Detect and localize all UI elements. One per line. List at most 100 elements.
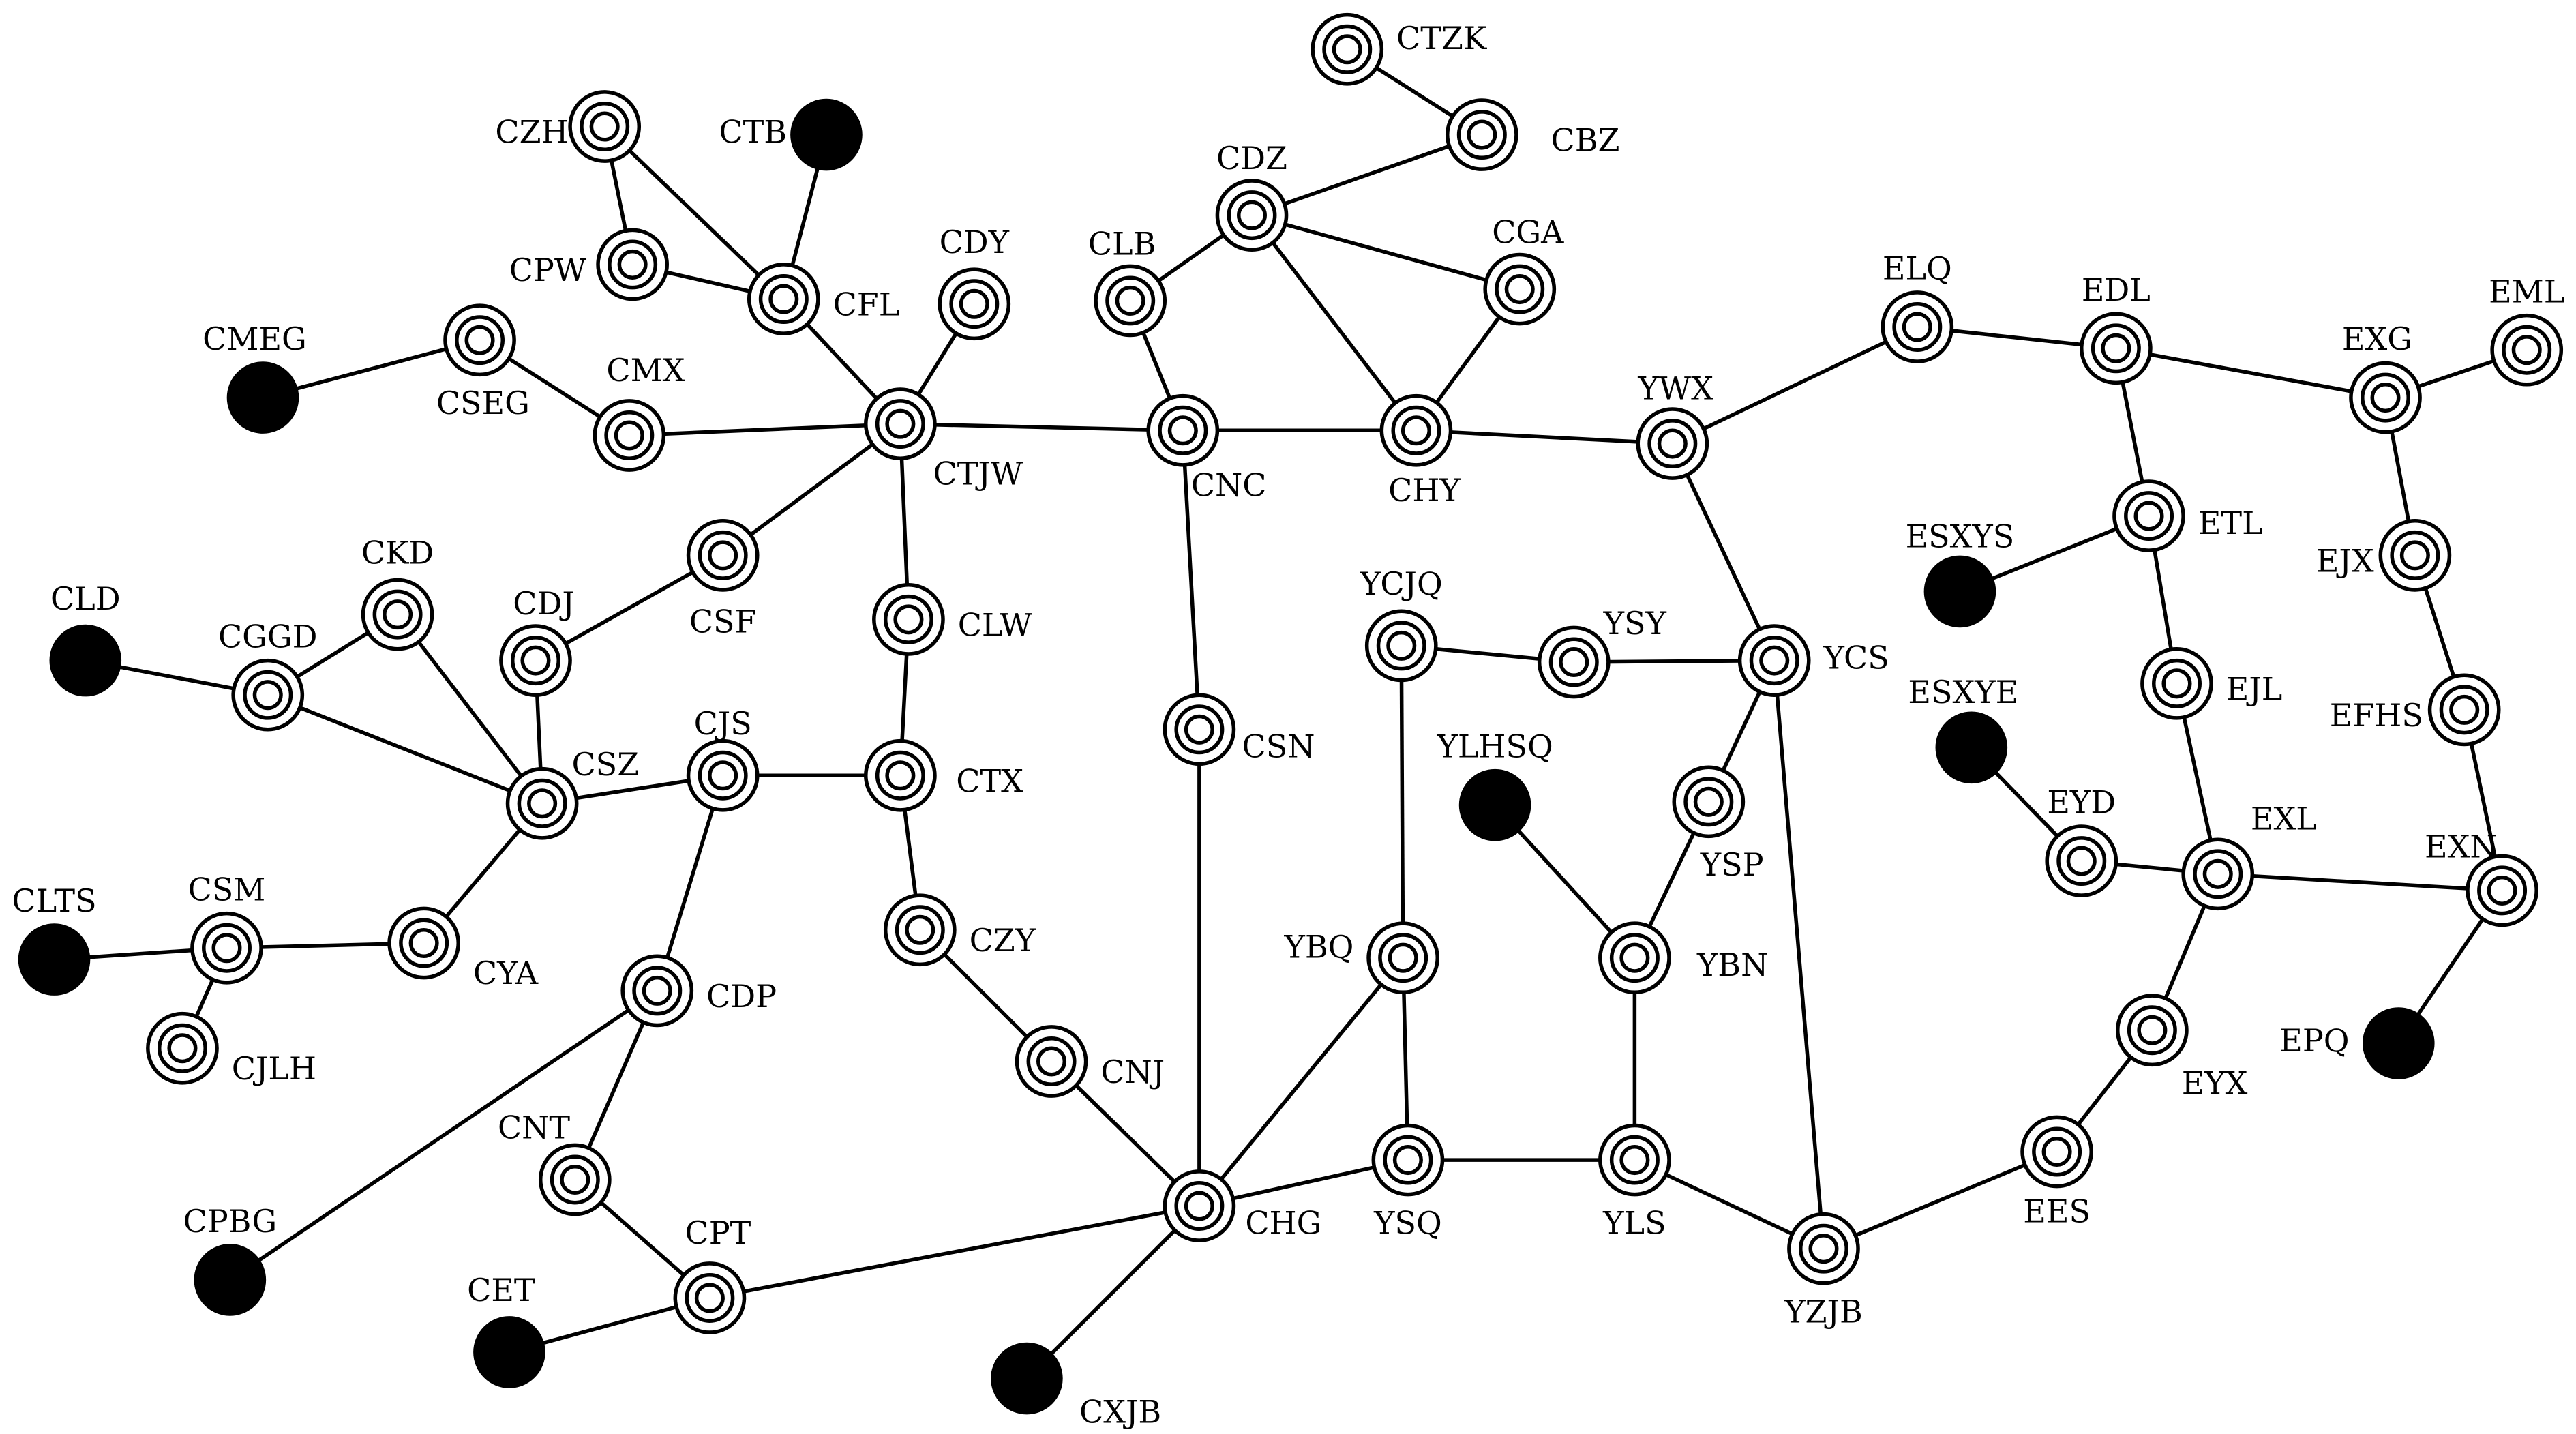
edge-cnc-csn [1181,430,1201,730]
ring-inner [1619,942,1650,973]
ring-inner [2137,1015,2168,1045]
double-ring-icon [1146,393,1220,467]
node-cmeg [226,361,299,434]
double-ring-icon [1737,624,1811,697]
node-label-ejl: EJL [2226,670,2283,707]
node-cxjb [991,1342,1063,1415]
double-ring-icon [387,906,460,980]
ring-middle [372,589,423,640]
node-label-cya: CYA [473,955,539,991]
node-label-cdj: CDJ [513,585,575,622]
ring-inner [893,604,924,635]
ring-middle [2361,372,2410,423]
ring-middle [1609,933,1660,983]
node-ees [2020,1115,2093,1189]
ring-inner [2370,383,2401,413]
double-ring-icon [1881,290,1954,363]
ring-middle [949,279,1000,329]
node-ctzk [1311,12,1384,86]
ring-inner [708,540,738,571]
ring-inner [2449,694,2480,725]
edge-cdz-cga [1251,213,1521,291]
node-label-exl: EXL [2251,801,2317,837]
ring-middle [1683,777,1734,827]
node-label-ybq: YBQ [1283,929,1353,966]
double-ring-icon [190,911,263,985]
ring-middle [2091,323,2141,374]
solid-dot-icon [473,1316,545,1388]
node-label-clts: CLTS [12,882,96,919]
solid-dot-icon [1458,768,1531,841]
node-label-czy: CZY [970,922,1036,959]
ring-middle [1026,1036,1077,1086]
double-ring-icon [443,303,516,377]
node-ysp [1672,765,1746,839]
ring-inner [905,914,935,945]
node-label-ysy: YSY [1603,605,1667,642]
node-label-efhs: EFHS [2330,697,2423,734]
node-label-cet: CET [467,1272,535,1309]
ring-inner [1657,428,1688,459]
edge-cmeg-cseg [262,338,481,400]
node-ejx [2378,519,2452,592]
double-ring-icon [596,228,669,301]
double-ring-icon [1787,1212,1860,1285]
ring-inner [885,760,916,791]
edge-ees-yzjb [1823,1150,2058,1251]
ring-middle [202,923,252,973]
ring-inner [1759,645,1790,676]
double-ring-icon [620,954,694,1028]
ring-middle [698,530,748,580]
node-csf [686,519,760,592]
double-ring-icon [747,263,820,335]
edge-cjs-cdp [655,775,725,991]
ring-middle [2124,491,2174,541]
ring-inner [1902,312,1932,342]
ring-middle [1105,275,1156,326]
node-label-ycs: YCS [1823,640,1889,676]
ring-inner [1236,200,1268,230]
ring-middle [2390,530,2440,580]
double-ring-icon [231,658,305,732]
node-label-esxye: ESXYE [1908,674,2018,711]
double-ring-icon [1364,609,1438,683]
node-cdz [1215,179,1289,252]
ring-middle [1174,1181,1225,1231]
edge-exl-exn [2217,872,2502,893]
node-cbz [1445,98,1518,171]
node-label-cdp: CDP [706,978,777,1015]
node-label-cjlh: CJLH [232,1050,316,1087]
ring-middle [1158,405,1208,455]
ring-inner [1184,714,1214,745]
node-label-ctx: CTX [956,762,1023,799]
node-label-elq: ELQ [1883,250,1952,287]
ring-inner [1115,285,1145,316]
edge-ycjq-ybq [1399,645,1405,958]
ring-middle [550,1154,600,1205]
node-label-cmeg: CMEG [203,320,307,357]
double-ring-icon [2378,519,2452,592]
edge-layer [54,47,2528,1380]
node-csz [505,766,579,840]
node-label-cpbg: CPBG [183,1203,278,1240]
node-cga [1483,252,1557,326]
ring-inner [1619,1145,1650,1176]
node-label-ysq: YSQ [1373,1204,1442,1241]
node-label-etl: ETL [2198,505,2263,541]
ring-inner [2066,846,2097,876]
node-label-cnc: CNC [1191,467,1267,504]
node-label-epq: EPQ [2279,1022,2349,1059]
double-ring-icon [2116,994,2189,1067]
node-cpbg [194,1244,267,1316]
ring-inner [1559,646,1589,678]
node-cjs [686,738,760,812]
ring-middle [875,750,925,801]
node-cnj [1015,1025,1088,1098]
node-label-cga: CGA [1492,214,1564,251]
ring-inner [885,408,916,439]
node-label-cdz: CDZ [1216,140,1287,177]
ring-inner [1388,942,1418,973]
edge-ywx-elq [1671,325,1918,446]
node-label-ybn: YBN [1696,946,1768,983]
node-label-eyd: EYD [2047,784,2116,821]
